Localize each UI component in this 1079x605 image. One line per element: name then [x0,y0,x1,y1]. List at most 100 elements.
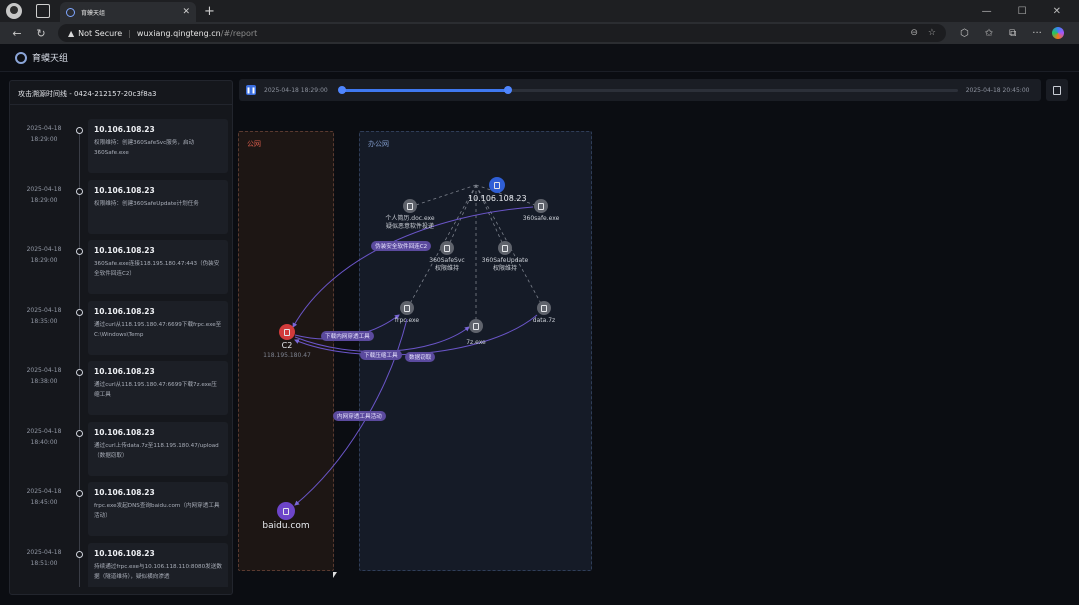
event-dot [76,490,83,497]
event-date: 2025-04-18 [26,367,62,374]
pause-button[interactable]: ❚❚ [245,85,257,95]
event-ip: 10.106.108.23 [94,548,155,558]
tab-close-icon[interactable]: ✕ [182,7,190,17]
event-date: 2025-04-18 [26,246,62,253]
playback-progress [341,88,509,92]
event-desc: 权限维持：创建360SafeSvc服务，启动360Safe.exe [94,140,195,156]
favorite-star-icon[interactable]: ☆ [927,28,936,38]
refresh-icon[interactable]: ↻ [36,26,46,40]
edge-label-exfil: 数据窃取 [405,352,436,362]
favorites-icon[interactable]: ✩ [984,27,994,39]
event-card[interactable]: 10.106.108.23 通过curl从118.195.180.47:6699下… [88,361,228,415]
url-field[interactable]: ▲ Not Secure | wuxiang.qingteng.cn /#/re… [58,24,946,42]
event-time: 18:51:00 [30,559,58,567]
tab-actions-icon[interactable] [36,4,50,18]
back-icon[interactable]: ← [12,26,22,40]
playback-end-time: 2025-04-18 20:45:00 [965,86,1030,94]
event-ip: 10.106.108.23 [94,367,155,376]
extensions-icon[interactable]: ⬡ [960,27,969,39]
copilot-icon[interactable] [1051,27,1064,39]
node-resume-label: 个人简历.doc.exe 疑似恶意软件投递 [385,215,435,230]
node-360safe[interactable]: 360safe.exe [519,199,563,223]
node-host-label: 10.106.108.23 [468,194,527,203]
event-desc: frpc.exe发起DNS查询baidu.com（内网穿透工具活动） [94,503,220,519]
node-host[interactable]: 10.106.108.23 [468,177,527,203]
monitor-icon [489,177,506,193]
node-7z[interactable]: 7z.exe [461,319,491,347]
edge-frpc-baidu [294,318,408,506]
url-host: wuxiang.qingteng.cn [136,28,221,38]
node-frpc-label: frpc.exe [394,317,420,324]
node-frpc[interactable]: frpc.exe [389,301,425,325]
node-data[interactable]: data.7z [529,301,559,325]
node-resume[interactable]: 个人简历.doc.exe 疑似恶意软件投递 [379,199,441,231]
node-baidu[interactable]: baidu.com [261,502,311,531]
copy-icon [1053,85,1061,95]
profile-avatar[interactable] [6,3,22,19]
more-menu-icon[interactable]: ··· [1032,27,1042,39]
tab-title: 育蟆天组 [81,9,106,17]
playback-bar: ❚❚ 2025-04-18 18:29:00 2025-04-18 20:45:… [239,79,1041,101]
event-ip: 10.106.108.23 [94,185,155,195]
node-data-label: data.7z [532,317,556,324]
node-360safe-label: 360safe.exe [522,215,560,222]
window-controls: — ☐ ✕ [982,6,1061,17]
warning-icon: ▲ [68,28,75,38]
node-360safeupdate[interactable]: 360SafeUpdate 权限维持 [477,241,533,273]
app-logo-icon [15,51,27,64]
event-date: 2025-04-18 [26,306,62,314]
url-path: /#/report [220,28,258,38]
playback-slider[interactable] [337,85,958,94]
new-tab-icon[interactable]: + [204,3,215,19]
event-dot [76,127,83,134]
node-360safesvc[interactable]: 360SafeSvc 权限维持 [423,241,471,273]
node-c2[interactable]: C2 118.195.180.47 [257,324,317,359]
event-dot [76,369,83,376]
maximize-icon[interactable]: ☐ [1017,5,1027,17]
collections-icon[interactable]: ⧉ [1009,27,1017,39]
app-header: 育蟆天组 [0,44,1079,72]
playback-start-time: 2025-04-18 18:29:00 [264,86,328,94]
close-window-icon[interactable]: ✕ [1052,5,1061,17]
edge-label-download-compress: 下载压缩工具 [360,350,402,360]
playback-handle[interactable] [504,85,513,94]
task-icon [498,241,512,255]
copy-button[interactable] [1046,79,1068,101]
event-dot [76,248,83,255]
playback-range-start-handle[interactable] [337,85,346,94]
minimize-icon[interactable]: — [981,5,992,17]
event-time: 18:29:00 [30,196,58,204]
event-date: 2025-04-18 [26,548,62,556]
event-desc: 通过curl从118.195.180.47:6699下载7z.exe压缩工具 [94,382,217,398]
browser-tab[interactable]: 育蟆天组 ✕ [60,2,196,22]
timeline-axis [79,127,80,587]
url-right-icons: ⊖ ☆ [910,28,936,38]
node-360safeupdate-label: 360SafeUpdate 权限维持 [481,257,529,272]
file-icon [403,199,417,213]
service-icon [440,241,454,255]
site-settings-icon[interactable]: ⊖ [910,28,918,38]
app-icon [469,319,483,333]
event-timestamp: 2025-04-18 18:51:00 [18,547,70,569]
event-date: 2025-04-18 [26,427,62,435]
